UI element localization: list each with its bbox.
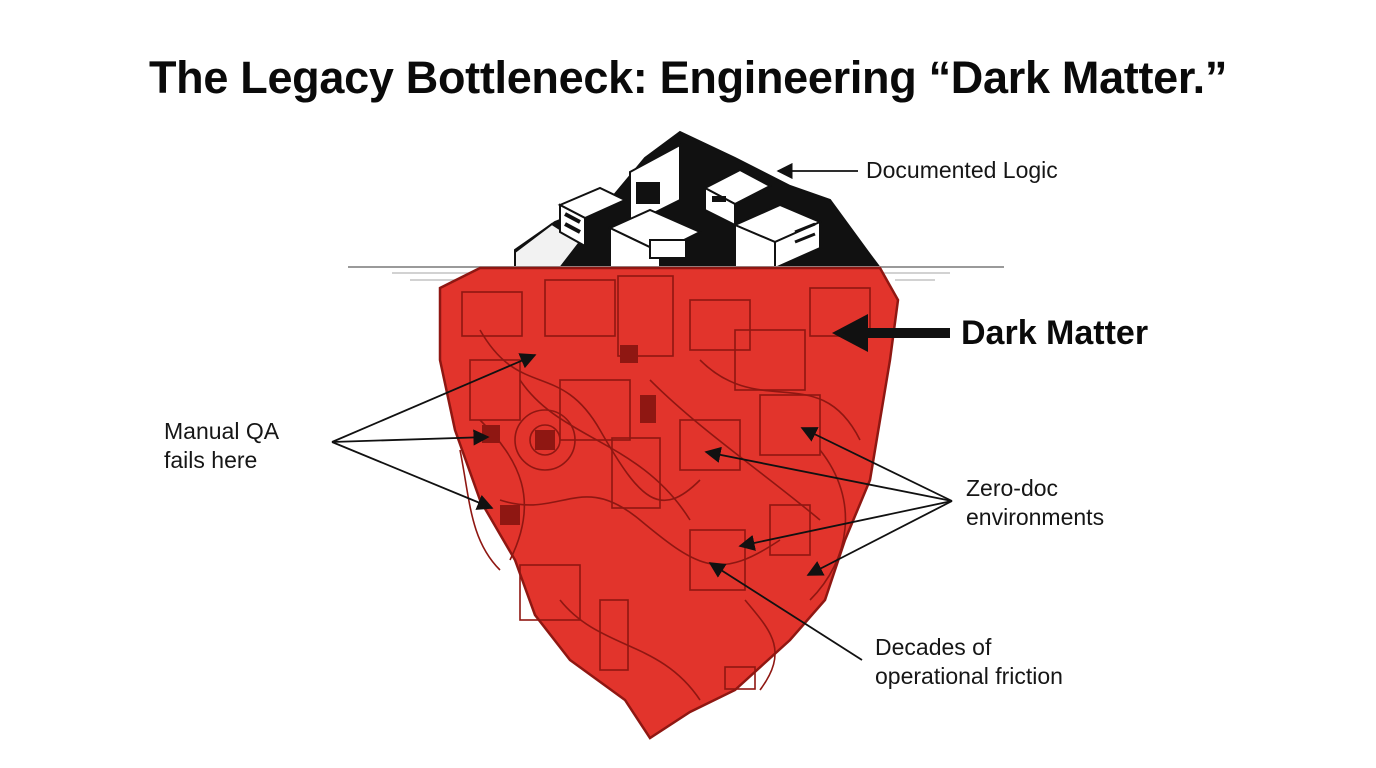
decades-arrow (708, 562, 863, 661)
zero-doc-label: Zero-doc environments (966, 474, 1104, 532)
documented-logic-text: Documented Logic (866, 157, 1058, 183)
dark-matter-text: Dark Matter (961, 314, 1149, 352)
below-water-mass (438, 266, 900, 740)
leader-lines (331, 162, 953, 661)
dark-matter-label: Dark Matter (961, 314, 1148, 353)
zero-doc-line-1: Zero-doc (966, 475, 1059, 501)
qa-arrow-1 (331, 353, 537, 443)
zero-doc-arrow-4 (806, 500, 953, 576)
qa-arrow-3 (331, 441, 494, 510)
zero-doc-line-2: environments (966, 504, 1105, 530)
zero-doc-arrow-3 (738, 500, 953, 551)
manual-qa-label: Manual QA fails here (164, 417, 279, 475)
decades-line-1: Decades of (875, 634, 992, 660)
zero-doc-arrow-2 (800, 427, 953, 502)
zero-doc-arrow-1 (704, 446, 953, 502)
manual-qa-line-1: Manual QA (164, 418, 280, 444)
decades-label: Decades of operational friction (875, 633, 1063, 691)
page-title: The Legacy Bottleneck: Engineering “Dark… (148, 52, 1228, 103)
documented-logic-label: Documented Logic (866, 156, 1058, 185)
dark-matter-arrow (832, 314, 950, 352)
qa-arrow-2 (331, 429, 490, 446)
manual-qa-line-2: fails here (164, 447, 258, 473)
decades-line-2: operational friction (875, 663, 1063, 689)
above-water-structure (514, 130, 882, 270)
